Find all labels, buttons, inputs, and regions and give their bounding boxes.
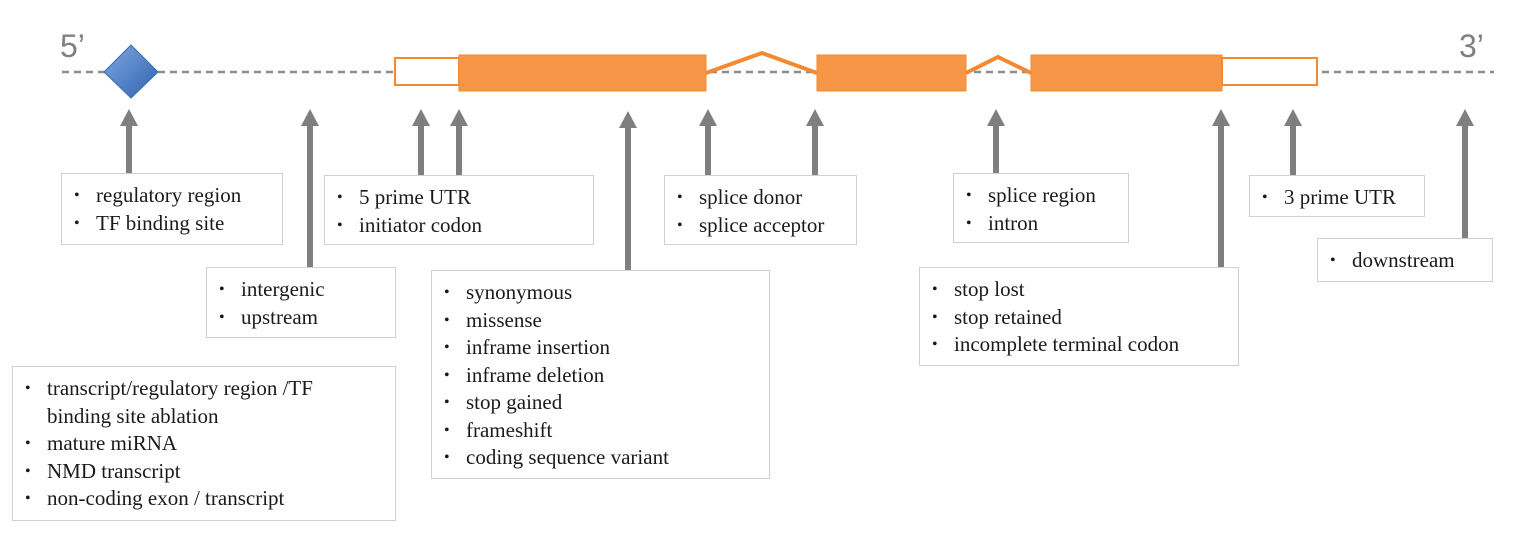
coding-exon-2: [816, 54, 967, 92]
list-item: splice region: [964, 182, 1116, 210]
list-item: stop gained: [442, 389, 757, 417]
arrow-splice-region: [987, 109, 1005, 173]
list-item: transcript/regulatory region /TF binding…: [23, 375, 377, 430]
list-item: stop retained: [930, 304, 1226, 332]
arrow-splice-acceptor: [806, 109, 824, 175]
box-utr5: 5 prime UTRinitiator codon: [324, 175, 594, 245]
list-item: regulatory region: [72, 182, 270, 210]
list-item: mature miRNA: [23, 430, 383, 458]
arrow-utr5-a: [412, 109, 430, 175]
arrow-downstream: [1456, 109, 1474, 238]
list-item: TF binding site: [72, 210, 270, 238]
list-item: synonymous: [442, 279, 757, 307]
list-item: frameshift: [442, 417, 757, 445]
list-item: missense: [442, 307, 757, 335]
three-prime-utr: [1221, 57, 1318, 86]
arrow-intergenic: [301, 109, 319, 268]
tf-binding-site-marker: [103, 44, 159, 99]
box-utr3: 3 prime UTR: [1249, 175, 1425, 217]
list-item: NMD transcript: [23, 458, 383, 486]
list-item: non-coding exon / transcript: [23, 485, 383, 513]
arrow-regulatory: [120, 109, 138, 175]
list-item: downstream: [1328, 247, 1480, 275]
box-coding: synonymous missense inframe insertion in…: [431, 270, 770, 479]
coding-exon-3: [1030, 54, 1223, 92]
intron-2-connector: [965, 54, 1032, 75]
list-item: stop lost: [930, 276, 1226, 304]
list-item: intergenic: [217, 276, 383, 304]
arrow-utr3: [1284, 109, 1302, 175]
list-item: splice acceptor: [675, 212, 844, 240]
list-item: inframe deletion: [442, 362, 757, 390]
box-splice-region: splice regionintron: [953, 173, 1129, 243]
box-stop: stop lost stop retained incomplete termi…: [919, 267, 1239, 366]
arrow-stop: [1212, 109, 1230, 268]
box-downstream: downstream: [1317, 238, 1493, 282]
list-item: splice donor: [675, 184, 844, 212]
box-splice-sites: splice donorsplice acceptor: [664, 175, 857, 245]
five-prime-label: 5’: [60, 28, 85, 64]
list-item: 5 prime UTR: [335, 184, 581, 212]
three-prime-label: 3’: [1459, 28, 1484, 64]
list-item: upstream: [217, 304, 383, 332]
intron-1-connector: [705, 50, 818, 75]
coding-exon-1: [458, 54, 707, 92]
list-item: intron: [964, 210, 1116, 238]
arrow-coding: [619, 111, 637, 271]
list-item: 3 prime UTR: [1260, 184, 1412, 212]
arrow-utr5-b: [450, 109, 468, 175]
box-regulatory: regulatory regionTF binding site: [61, 173, 283, 245]
list-item: coding sequence variant: [442, 444, 757, 472]
box-intergenic: intergenicupstream: [206, 267, 396, 338]
list-item: initiator codon: [335, 212, 581, 240]
list-item: inframe insertion: [442, 334, 757, 362]
arrow-splice-donor: [699, 109, 717, 175]
list-item: incomplete terminal codon: [930, 331, 1226, 359]
arrow-group: [120, 109, 1474, 271]
box-transcript: transcript/regulatory region /TF binding…: [12, 366, 396, 521]
five-prime-utr: [394, 57, 460, 86]
